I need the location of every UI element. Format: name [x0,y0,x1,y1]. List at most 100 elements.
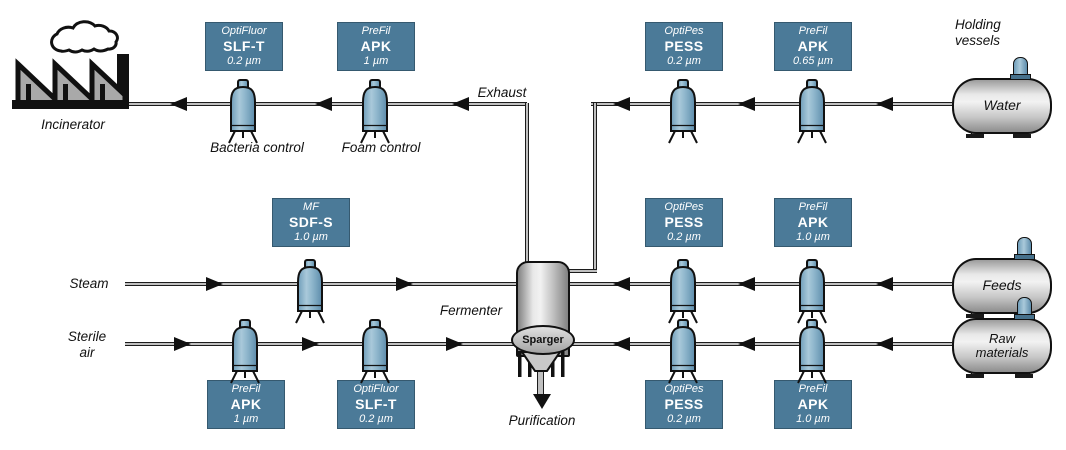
purification-label: Purification [508,413,576,428]
filter-label-box-raw-pess: OptiPes PESS 0.2 µm [645,380,723,429]
filter-label-box-foam: PreFil APK 1 µm [337,22,415,71]
filter-rating: 0.2 µm [227,54,261,67]
filter-rating: 1 µm [233,412,259,425]
filter-brand: OptiFluor [353,383,399,396]
flow-arrow-left-icon [876,337,893,351]
filter-label-box-air-apk: PreFil APK 1 µm [207,380,285,429]
filter-brand: PreFil [361,25,391,38]
flow-arrow-left-icon [613,337,630,351]
tank-foot [966,134,984,138]
feeds-tank-valve-base [1014,254,1035,260]
flow-arrow-left-icon [315,97,332,111]
filter-capsule-exhaust-pess [661,77,705,157]
filter-brand: PreFil [231,383,261,396]
purification-pipe [537,369,544,396]
filter-label-box-exhaust-pess: OptiPes PESS 0.2 µm [645,22,723,71]
steam-label: Steam [69,276,109,291]
water-tank-label: Water [983,97,1021,114]
filter-label-box-air-slft: OptiFluor SLF-T 0.2 µm [337,380,415,429]
filter-model: APK [360,38,392,55]
filter-capsule-raw-apk [790,317,834,397]
flow-arrow-right-icon [396,277,413,291]
filter-model: SLF-T [355,396,397,413]
filter-label-box-exhaust-apk: PreFil APK 0.65 µm [774,22,852,71]
incinerator-label: Incinerator [41,117,105,132]
filter-model: SLF-T [223,38,265,55]
flow-arrow-left-icon [613,97,630,111]
flow-arrow-left-icon [452,97,469,111]
water-tank-valve-base [1010,74,1031,80]
sparger-port: Sparger [511,325,575,355]
sterile-air-label: Sterile air [67,329,107,360]
smoke-cloud-icon [50,20,119,54]
raw-materials-tank: Raw materials [952,318,1052,374]
flow-arrow-right-icon [206,277,223,291]
foam-control-label: Foam control [341,140,421,155]
filter-label-box-feeds-pess: OptiPes PESS 0.2 µm [645,198,723,247]
tank-foot [1015,374,1033,378]
filter-brand: MF [303,201,319,214]
filter-model: PESS [664,396,704,413]
flow-arrow-right-icon [302,337,319,351]
flow-arrow-left-icon [738,97,755,111]
bacteria-control-label: Bacteria control [210,140,304,155]
filter-brand: OptiPes [664,25,704,38]
filter-model: APK [797,38,829,55]
sterile-air-pipe [125,341,518,346]
flow-arrow-left-icon [738,337,755,351]
filter-brand: PreFil [798,201,828,214]
feeds-pipe [565,281,952,286]
water-supply-downcomer [592,103,597,273]
filter-label-box-raw-apk: PreFil APK 1.0 µm [774,380,852,429]
filter-capsule-air-apk [223,317,267,397]
purification-arrow-icon [533,394,551,409]
fermenter-label: Fermenter [439,303,503,318]
flow-arrow-left-icon [613,277,630,291]
filter-rating: 0.65 µm [793,54,833,67]
filter-label-box-feeds-apk: PreFil APK 1.0 µm [774,198,852,247]
filter-model: PESS [664,214,704,231]
filter-rating: 1.0 µm [796,230,830,243]
incinerator-icon [12,20,129,109]
filter-brand: OptiFluor [221,25,267,38]
water-inlet-stub [563,268,597,273]
filter-model: PESS [664,38,704,55]
filter-model: APK [797,214,829,231]
filter-brand: PreFil [798,25,828,38]
raw-materials-tank-valve-base [1014,314,1035,320]
exhaust-label: Exhaust [477,85,527,100]
filter-model: SDF-S [289,214,333,231]
tank-foot [966,314,984,318]
filter-capsule-air-slft [353,317,397,397]
filter-rating: 1.0 µm [796,412,830,425]
fermenter-base [518,351,565,377]
flow-arrow-right-icon [446,337,463,351]
filter-model: APK [230,396,262,413]
exhaust-pipe-riser [524,103,529,264]
filter-capsule-exhaust-apk [790,77,834,157]
filter-brand: OptiPes [664,201,704,214]
filter-label-box-bacteria: OptiFluor SLF-T 0.2 µm [205,22,283,71]
filter-rating: 0.2 µm [359,412,393,425]
filter-label-box-steam: MF SDF-S 1.0 µm [272,198,350,247]
flow-arrow-left-icon [876,97,893,111]
water-tank: Water [952,78,1052,134]
flow-arrow-right-icon [174,337,191,351]
filter-capsule-bacteria [221,77,265,157]
filter-rating: 1.0 µm [294,230,328,243]
flow-arrow-left-icon [170,97,187,111]
filter-rating: 0.2 µm [667,54,701,67]
feeds-tank-label: Feeds [982,277,1022,294]
holding-vessels-label: Holding vessels [955,17,1001,48]
tank-foot [966,374,984,378]
raw-materials-pipe [565,341,952,346]
filter-capsule-steam [288,257,332,337]
filter-model: APK [797,396,829,413]
flow-arrow-left-icon [738,277,755,291]
raw-materials-tank-label: Raw materials [975,330,1029,360]
filter-brand: OptiPes [664,383,704,396]
flow-arrow-left-icon [876,277,893,291]
filter-brand: PreFil [798,383,828,396]
filter-capsule-raw-pess [661,317,705,397]
